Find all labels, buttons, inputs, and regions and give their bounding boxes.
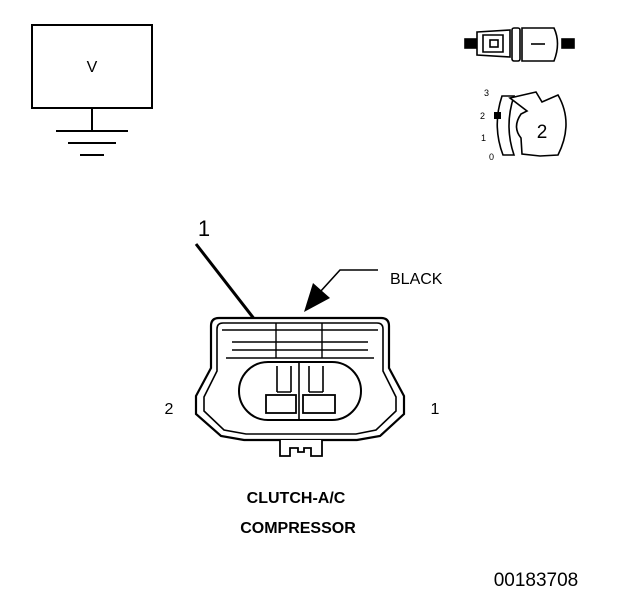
pin-number-left: 2 xyxy=(165,401,174,418)
pin-number-right: 1 xyxy=(431,401,440,418)
selector-scale-icon xyxy=(496,91,567,157)
connector-name-line2: COMPRESSOR xyxy=(240,520,356,537)
scale-tick-1: 1 xyxy=(481,133,486,143)
color-leader xyxy=(319,269,378,293)
connector-name-line1: CLUTCH-A/C xyxy=(247,490,346,507)
probe-icon xyxy=(464,27,575,62)
connector-color-label: BLACK xyxy=(390,271,443,288)
selector-value: 2 xyxy=(537,122,548,143)
callout-number: 1 xyxy=(198,216,210,241)
selector-indicator xyxy=(494,112,501,119)
voltmeter-symbol xyxy=(31,24,153,156)
connector-face xyxy=(194,316,406,457)
voltmeter-label: V xyxy=(87,59,98,76)
color-arrowhead xyxy=(304,283,330,312)
scale-tick-2: 2 xyxy=(480,111,485,121)
scale-tick-3: 3 xyxy=(484,88,489,98)
figure-id: 00183708 xyxy=(494,570,579,591)
scale-tick-0: 0 xyxy=(489,152,494,162)
